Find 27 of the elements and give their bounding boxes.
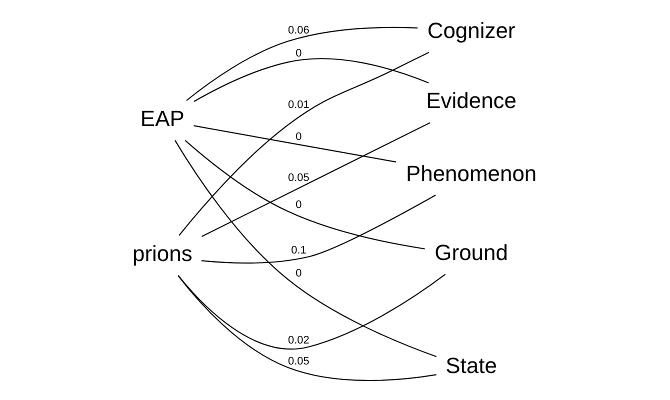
connector	[174, 140, 437, 358]
node-text: EAP	[140, 106, 184, 131]
edge-label: 0	[296, 267, 302, 280]
edge-label: 0	[296, 199, 302, 212]
connector	[178, 52, 430, 236]
node-text: State	[446, 353, 497, 378]
edge-label: 0	[296, 48, 302, 60]
edge-label: 0.02	[288, 334, 310, 346]
connector	[184, 140, 425, 250]
node-text: Evidence	[426, 88, 516, 114]
node-text: Cognizer	[427, 18, 516, 43]
node-text: Phenomenon	[406, 160, 537, 186]
edge-label: 0.06	[288, 24, 310, 36]
edge-label: 0	[296, 131, 302, 144]
node-text: prions	[132, 241, 192, 266]
connector	[178, 274, 446, 350]
connector	[201, 194, 436, 264]
edge-label: 0.01	[288, 99, 310, 112]
node-text: Ground	[434, 240, 508, 265]
connector	[178, 275, 436, 382]
edge-label: 0.05	[288, 172, 310, 184]
connector	[194, 125, 396, 162]
connector	[194, 58, 429, 102]
edge-label: 0.05	[288, 355, 310, 368]
connector	[186, 26, 418, 101]
edge-label: 0.1	[291, 244, 306, 256]
connector	[202, 122, 430, 237]
